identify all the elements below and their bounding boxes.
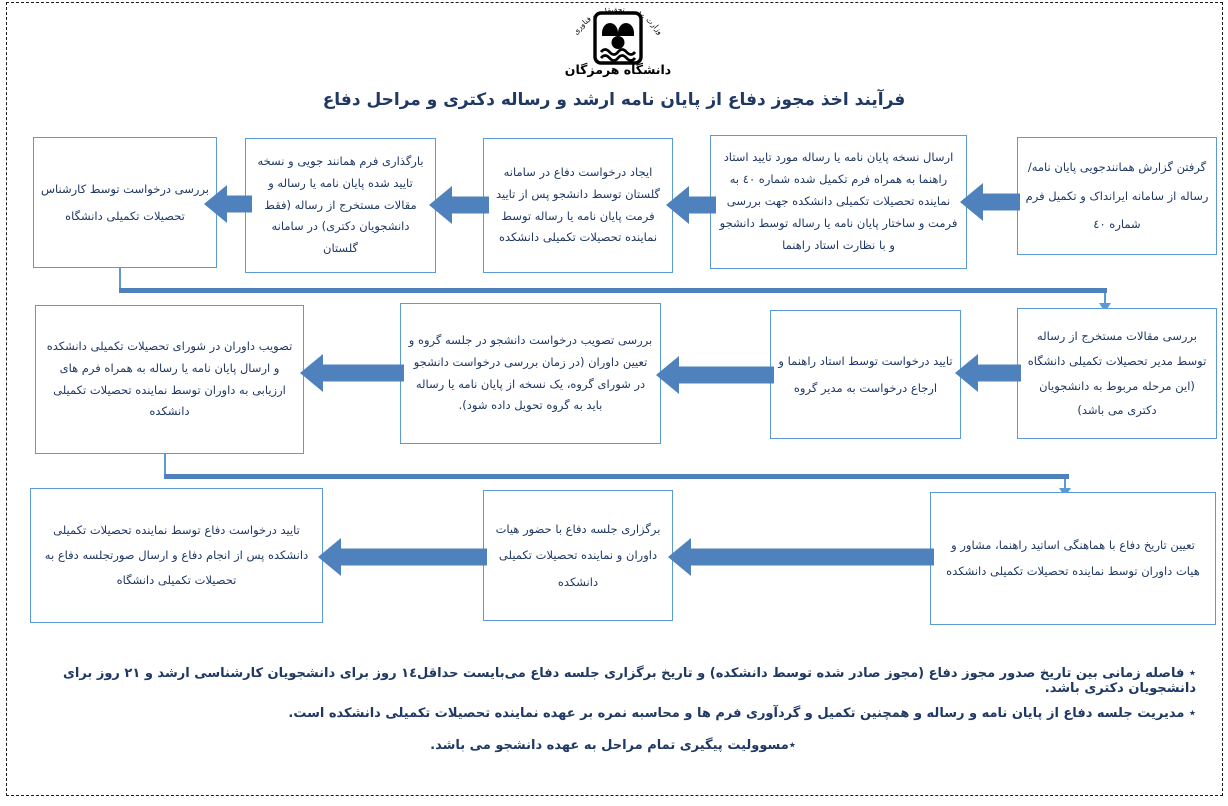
- flow-step-box: گرفتن گزارش همانندجویی پایان نامه/ رساله…: [1017, 137, 1217, 255]
- flow-step-box: بررسی تصویب درخواست دانشجو در جلسه گروه …: [400, 303, 661, 444]
- down-arrow-icon: [1099, 303, 1111, 312]
- ministry-logo-icon: وزارت علوم، تحقیقات و فناوری: [540, 2, 696, 72]
- footer-note: ٭ مدیریت جلسه دفاع از پایان نامه و رساله…: [288, 706, 1196, 721]
- flow-step-box: تعیین تاریخ دفاع با هماهنگی اساتید راهنم…: [930, 492, 1216, 625]
- block-arrow-left-icon: [955, 354, 1021, 392]
- flow-step-box: ارسال نسخه پایان نامه یا رساله مورد تایی…: [710, 135, 967, 269]
- block-arrow-left-icon: [656, 356, 774, 394]
- connector-line: [164, 454, 166, 477]
- connector-line: [1104, 293, 1106, 304]
- connector-line: [1064, 479, 1066, 489]
- footer-note: ٭مسوولیت پیگیری تمام مراحل به عهده دانشج…: [430, 738, 796, 753]
- block-arrow-left-icon: [668, 538, 934, 576]
- connector-bar: [164, 474, 1069, 479]
- flow-step-box: بارگذاری فرم همانند جویی و نسخه تایید شد…: [245, 138, 436, 273]
- flow-step-box: تایید درخواست دفاع توسط نماینده تحصیلات …: [30, 488, 323, 623]
- flow-step-box: بررسی مقالات مستخرج از رساله توسط مدیر ت…: [1017, 308, 1217, 439]
- footer-note: ٭ فاصله زمانی بین تاریخ صدور مجوز دفاع (…: [62, 666, 1196, 696]
- block-arrow-left-icon: [960, 183, 1020, 221]
- block-arrow-left-icon: [429, 186, 489, 224]
- block-arrow-left-icon: [204, 185, 252, 223]
- flow-step-box: بررسی درخواست توسط کارشناس تحصیلات تکمیل…: [33, 137, 217, 268]
- connector-line: [119, 267, 121, 290]
- flow-step-box: برگزاری جلسه دفاع با حضور هیات داوران و …: [483, 490, 673, 621]
- flow-step-box: تایید درخواست توسط استاد راهنما و ارجاع …: [770, 310, 961, 439]
- university-name: دانشگاه هرمزگان: [564, 62, 672, 77]
- block-arrow-left-icon: [666, 186, 716, 224]
- connector-bar: [119, 288, 1107, 293]
- block-arrow-left-icon: [318, 538, 487, 576]
- block-arrow-left-icon: [300, 354, 404, 392]
- flow-step-box: ایجاد درخواست دفاع در سامانه گلستان توسط…: [483, 138, 673, 273]
- page-title: فرآیند اخذ مجوز دفاع از پایان نامه ارشد …: [322, 90, 906, 110]
- flow-step-box: تصویب داوران در شورای تحصیلات تکمیلی دان…: [35, 305, 304, 454]
- ministry-emblem-icon: وزارت علوم، تحقیقات و فناوری: [571, 5, 665, 65]
